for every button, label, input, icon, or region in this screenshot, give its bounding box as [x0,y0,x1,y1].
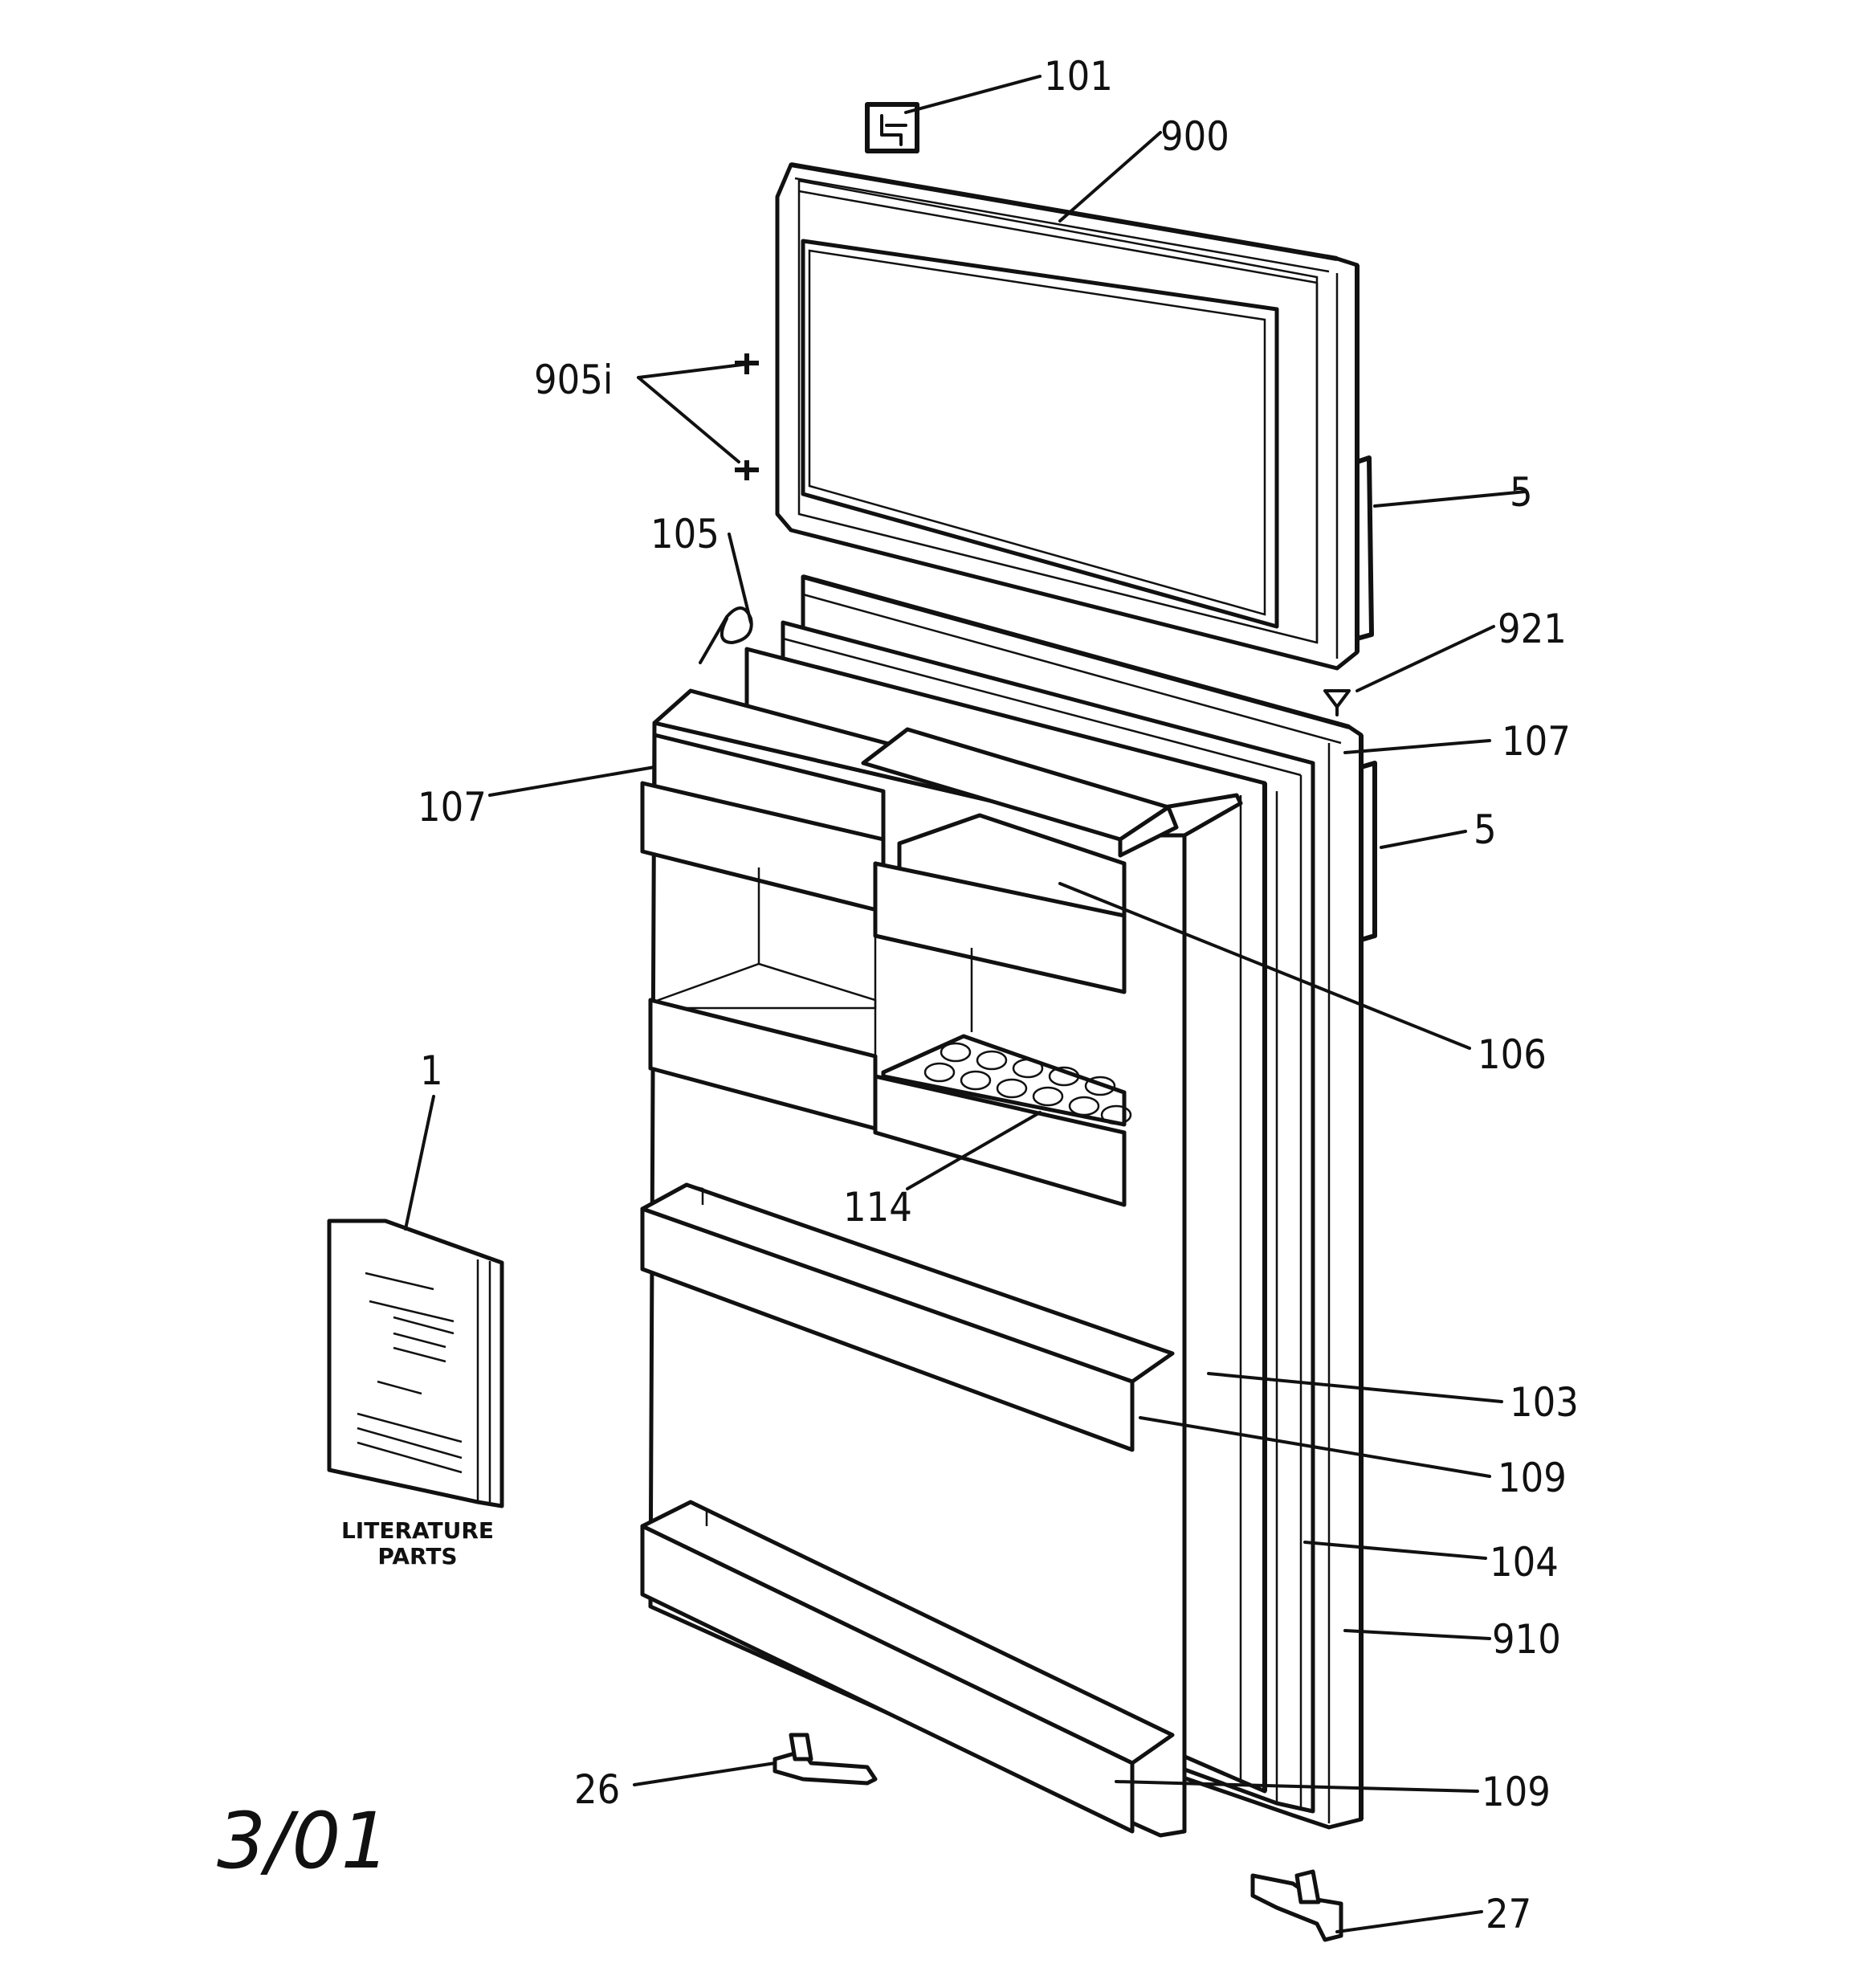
leader-lines [404,75,1527,1933]
label-26: 26 [574,1766,620,1813]
part-106-compartment [873,813,1127,994]
label-905i: 905i [534,357,613,403]
part-109-lower-bin [640,1500,1175,1834]
part-1-literature-book: LITERATURE PARTS [327,1219,504,1570]
label-5-upper: 5 [1510,469,1533,516]
label-921: 921 [1498,606,1567,652]
part-27-hinge [1250,1869,1343,1942]
label-109-lower: 109 [1482,1769,1551,1815]
label-103: 103 [1510,1379,1579,1426]
literature-line-2: PARTS [377,1543,457,1570]
part-105-spring [699,606,753,664]
label-900: 900 [1160,113,1229,160]
label-106: 106 [1478,1031,1547,1078]
part-107-dairy-compartment [640,727,1179,914]
label-109-upper: 109 [1498,1455,1567,1501]
label-105: 105 [650,511,720,557]
label-107-left: 107 [418,784,487,831]
label-1: 1 [420,1047,443,1094]
label-104: 104 [1490,1539,1559,1586]
label-910: 910 [1492,1616,1561,1663]
part-921-screw [1323,689,1351,716]
part-900-freezer-door [775,162,1374,671]
part-109-upper-bin [640,1182,1175,1452]
part-26-hinge [773,1733,878,1786]
part-114-egg-tray [873,1034,1132,1207]
label-27: 27 [1486,1891,1531,1937]
part-101-badge [865,102,919,153]
revision-date: 3/01 [217,1796,390,1886]
literature-line-1: LITERATURE [341,1517,494,1544]
label-107-right: 107 [1502,718,1571,765]
label-101: 101 [1044,53,1113,100]
label-114: 114 [843,1184,912,1231]
label-5-lower: 5 [1474,806,1497,853]
part-labels: 101 900 905i 5 105 921 107 107 5 106 1 1… [418,53,1579,1937]
